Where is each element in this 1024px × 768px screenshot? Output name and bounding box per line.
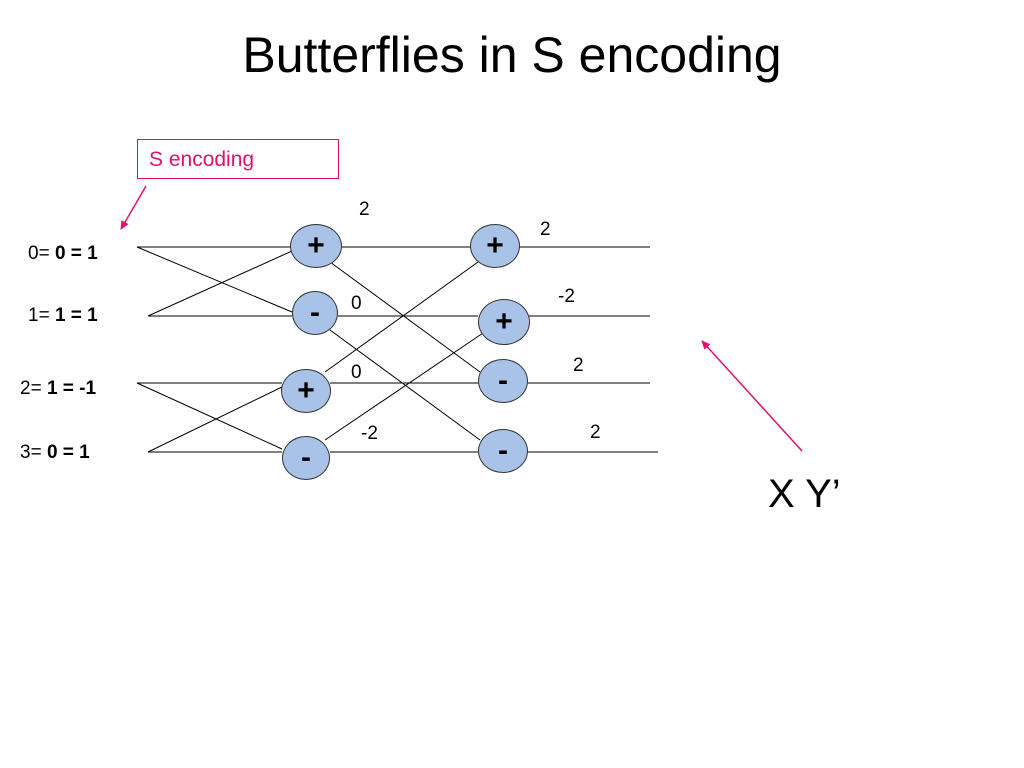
input-prefix: 0= — [28, 243, 50, 264]
input-value: 1 = 1 — [54, 305, 98, 326]
subtractor-node: - — [292, 291, 338, 335]
cross-line — [147, 250, 293, 317]
cross-line — [329, 261, 481, 373]
stage2-value-3: 2 — [590, 422, 601, 443]
s-encoding-callout: S encoding — [137, 139, 339, 179]
cross-line — [324, 261, 479, 373]
input-prefix: 3= — [20, 442, 42, 463]
adder-node: + — [470, 224, 520, 268]
adder-node: + — [281, 369, 331, 413]
subtractor-node: - — [478, 359, 528, 403]
input-label-2: 2= 1 = -1 — [20, 379, 96, 398]
slide-title: Butterflies in S encoding — [242, 27, 782, 83]
callout-arrow — [120, 185, 147, 230]
input-label-0: 0= 0 = 1 — [28, 244, 98, 263]
stage1-value-1: 0 — [351, 293, 362, 314]
stage2-value-0: 2 — [540, 219, 551, 240]
input-label-1: 1= 1 = 1 — [28, 306, 98, 325]
stage1-value-0: 2 — [359, 199, 370, 220]
subtractor-node: - — [282, 436, 330, 480]
input-label-3: 3= 0 = 1 — [20, 443, 90, 462]
stage1-value-3: -2 — [361, 423, 378, 444]
cross-line — [136, 246, 293, 313]
result-label: X Y’ — [768, 472, 841, 516]
cross-line — [324, 330, 487, 441]
input-value: 0 = 1 — [54, 243, 98, 264]
adder-node: + — [478, 299, 530, 345]
stage2-value-2: 2 — [573, 355, 584, 376]
cross-line — [147, 386, 283, 453]
result-arrow — [701, 340, 803, 452]
input-prefix: 2= — [20, 378, 42, 399]
cross-line — [136, 382, 283, 450]
adder-node: + — [290, 224, 342, 268]
input-value: 1 = -1 — [46, 378, 97, 399]
input-prefix: 1= — [28, 305, 50, 326]
cross-line — [329, 329, 481, 441]
subtractor-node: - — [478, 429, 528, 473]
stage2-value-1: -2 — [558, 286, 575, 307]
input-value: 0 = 1 — [46, 442, 90, 463]
stage1-value-2: 0 — [351, 362, 362, 383]
